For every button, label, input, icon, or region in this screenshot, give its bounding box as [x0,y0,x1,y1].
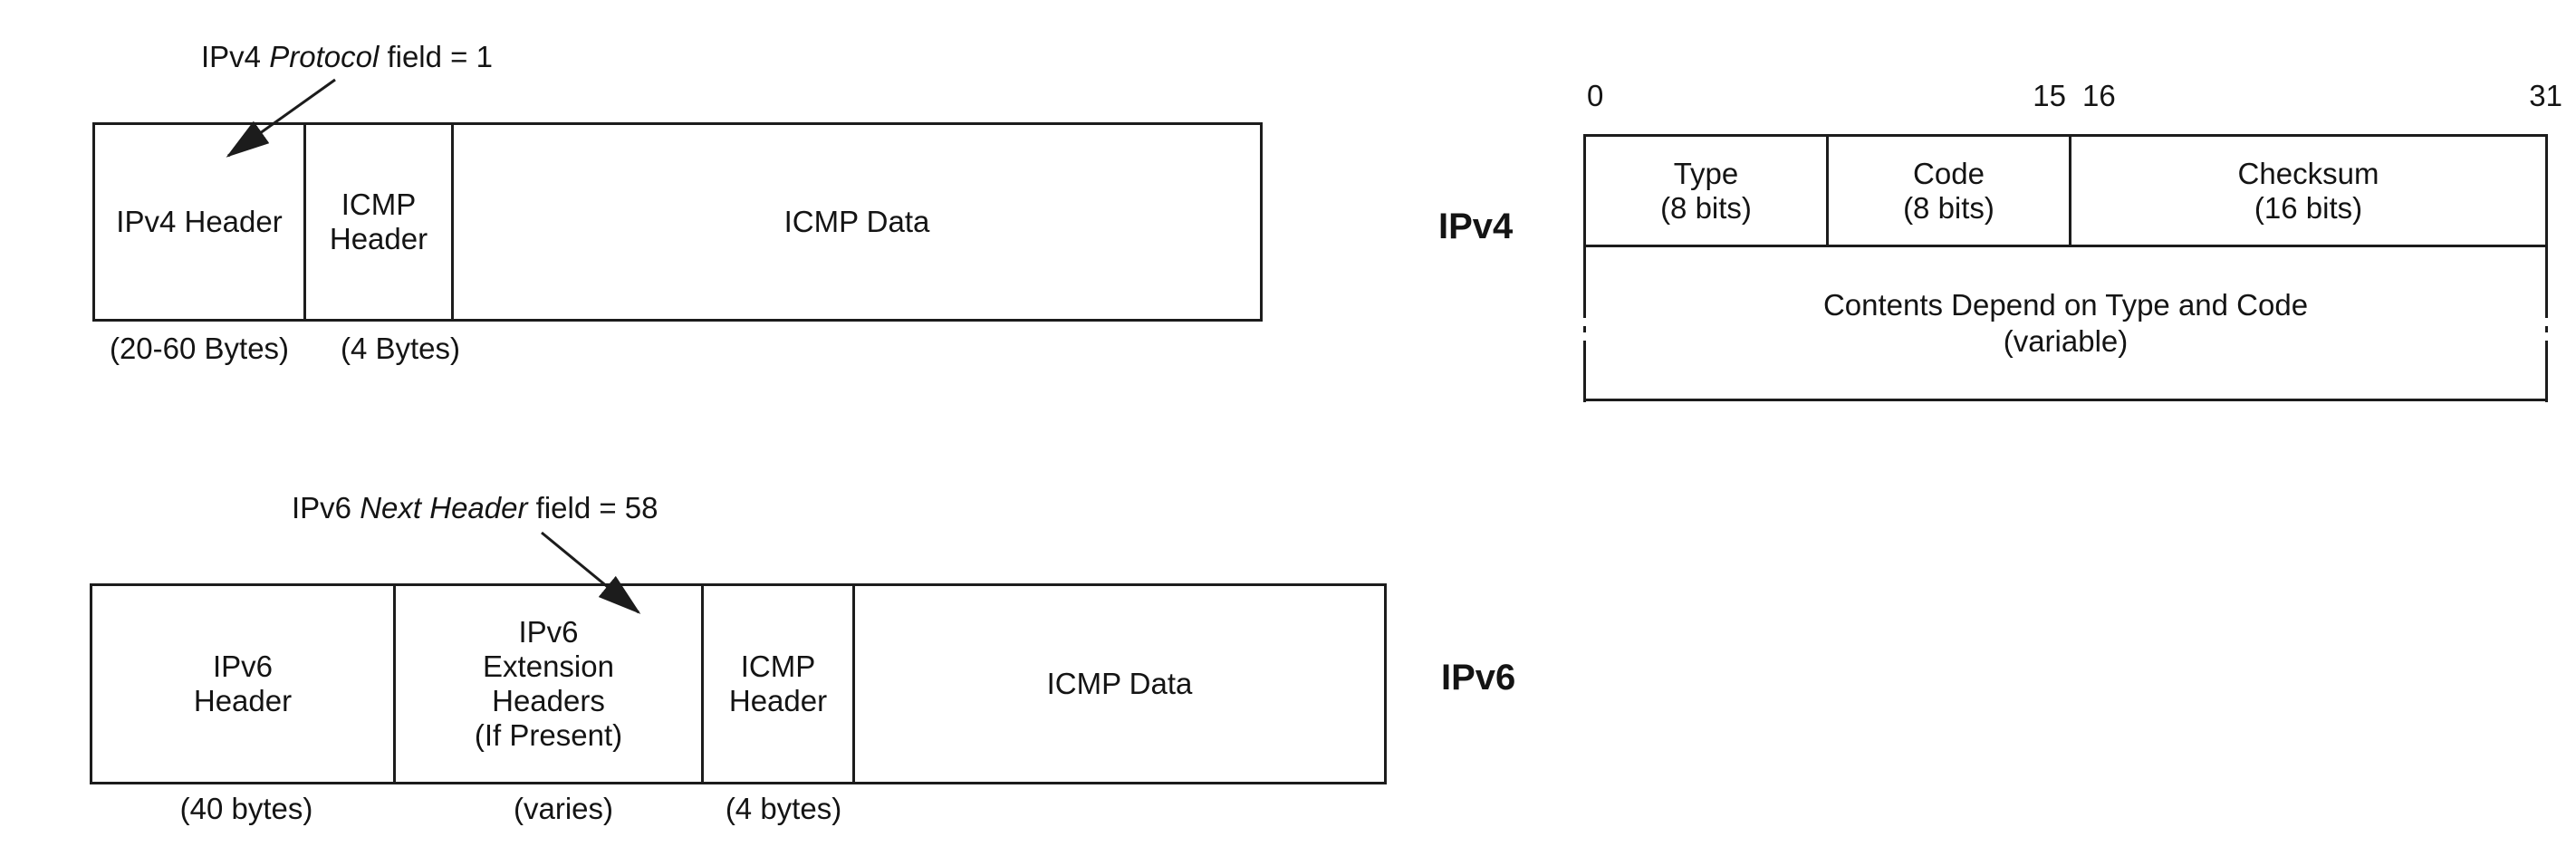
icmp-header-v6-size-label: (4 bytes) [725,792,842,825]
icmp-data-cell-v6: ICMP Data [855,586,1384,782]
checksum-field-name: Checksum [2237,156,2379,190]
body-field-line2: (variable) [2003,323,2129,358]
type-field-name: Type [1673,156,1739,190]
ipv4-header-label: IPv4 Header [116,205,283,238]
ipv4-row-label: IPv4 [1438,207,1514,246]
ipv6-packet-box: IPv6 Header IPv6 Extension Headers (If P… [90,583,1387,784]
icmp-data-v6-label: ICMP Data [1046,667,1193,700]
ipv6-ext-label-line3: Headers [492,684,605,717]
ipv6-annotation-italic: Next Header [360,491,528,524]
icmp-header-size-label: (4 Bytes) [340,332,461,365]
icmp-header-v6-line1: ICMP [740,650,816,683]
checksum-field-cell: Checksum (16 bits) [2071,137,2545,245]
code-field-size: (8 bits) [1903,190,1994,225]
ipv6-ext-size-label: (varies) [513,792,613,825]
ipv4-annotation-post: field = 1 [387,40,493,73]
ipv6-row-label: IPv6 [1441,658,1516,698]
bit-ruler-0: 0 [1587,79,1604,112]
bit-ruler-31: 31 [2529,79,2562,112]
ipv6-ext-label-line4: (If Present) [474,718,623,752]
type-field-cell: Type (8 bits) [1586,137,1829,245]
ipv4-header-cell: IPv4 Header [95,125,306,319]
icmp-format-body-row: Contents Depend on Type and Code (variab… [1583,247,2548,401]
icmp-data-cell: ICMP Data [454,125,1260,319]
ipv6-next-header-annotation: IPv6 Next Header field = 58 [292,491,658,525]
ipv4-annotation-italic: Protocol [269,40,380,73]
ipv6-header-cell: IPv6 Header [92,586,396,782]
bit-ruler-15: 15 [2033,79,2066,112]
ipv4-protocol-annotation: IPv4 Protocol field = 1 [201,40,493,74]
icmp-header-label-line1: ICMP [341,188,417,221]
ipv4-header-size-label: (20-60 Bytes) [109,332,290,365]
icmp-header-cell: ICMP Header [306,125,454,319]
code-field-name: Code [1913,156,1985,190]
ipv6-extension-headers-cell: IPv6 Extension Headers (If Present) [396,586,704,782]
ipv6-annotation-pre: IPv6 [292,491,352,524]
ipv6-header-label-line1: IPv6 [212,650,274,683]
icmp-format-header-row: Type (8 bits) Code (8 bits) Checksum (16… [1583,134,2548,247]
icmp-data-label: ICMP Data [783,205,930,238]
ipv4-annotation-pre: IPv4 [201,40,262,73]
icmp-header-cell-v6: ICMP Header [704,586,855,782]
icmp-header-label-line2: Header [329,222,428,255]
ipv6-header-label-line2: Header [193,684,293,717]
code-field-cell: Code (8 bits) [1829,137,2071,245]
type-field-size: (8 bits) [1660,190,1752,225]
bit-ruler-15-16: 15 16 [2033,80,2115,112]
ipv6-ext-label-line2: Extension [483,650,614,683]
icmp-header-v6-line2: Header [728,684,828,717]
ipv6-annotation-post: field = 58 [535,491,658,524]
bit-ruler-16: 16 [2082,79,2116,112]
ipv4-packet-box: IPv4 Header ICMP Header ICMP Data [92,122,1263,322]
ipv6-header-size-label: (40 bytes) [179,792,313,825]
ipv6-ext-label-line1: IPv6 [518,615,579,649]
checksum-field-size: (16 bits) [2254,190,2363,225]
body-field-line1: Contents Depend on Type and Code [1822,287,2309,322]
